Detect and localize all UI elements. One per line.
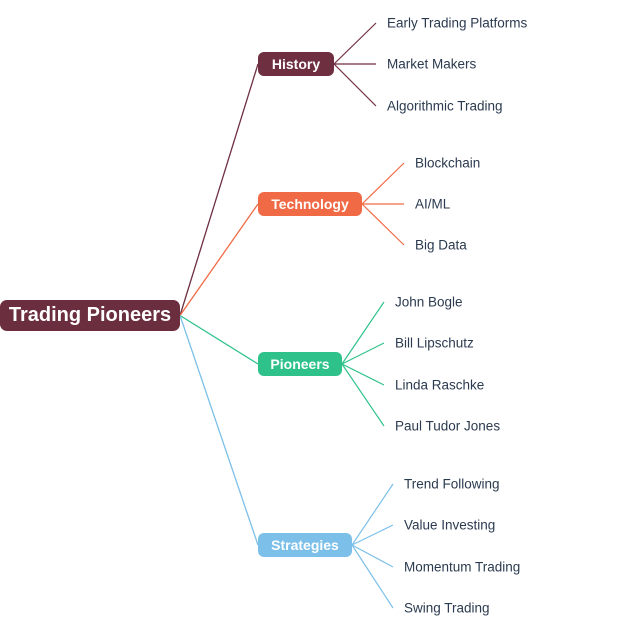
leaf-links — [333, 22, 405, 609]
branch-node-technology: Technology — [258, 192, 362, 216]
root-node: Trading Pioneers — [0, 300, 180, 331]
leaf-link — [361, 203, 405, 246]
leaf-link — [333, 63, 377, 107]
branch-node-pioneers: Pioneers — [258, 352, 342, 376]
root-link-pioneers — [179, 314, 259, 365]
leaf-bill-lipschutz: Bill Lipschutz — [395, 335, 474, 351]
leaf-early-trading-platforms: Early Trading Platforms — [387, 15, 528, 31]
leaf-market-makers: Market Makers — [387, 56, 477, 72]
leaf-trend-following: Trend Following — [404, 476, 500, 492]
leaf-link — [333, 22, 377, 65]
leaf-linda-raschke: Linda Raschke — [395, 377, 485, 393]
leaf-big-data: Big Data — [415, 237, 467, 253]
leaf-link — [341, 363, 385, 386]
leaf-swing-trading: Swing Trading — [404, 600, 490, 616]
leaf-link — [351, 544, 394, 609]
root-link-history — [179, 63, 259, 316]
leaf-link — [341, 342, 385, 365]
leaf-link — [341, 363, 385, 427]
leaf-link — [351, 524, 394, 546]
leaf-momentum-trading: Momentum Trading — [404, 559, 521, 575]
leaf-link — [351, 544, 394, 568]
branch-node-strategies: Strategies — [258, 533, 352, 557]
leaf-paul-tudor-jones: Paul Tudor Jones — [395, 418, 501, 434]
leaf-link — [361, 162, 405, 205]
leaf-link — [341, 301, 385, 365]
leaf-value-investing: Value Investing — [404, 517, 496, 533]
leaf-john-bogle: John Bogle — [395, 294, 463, 310]
branch-node-history: History — [258, 52, 334, 76]
root-link-strategies — [179, 315, 259, 546]
leaf-link — [351, 483, 394, 546]
leaf-ai-ml: AI/ML — [415, 196, 451, 212]
leaf-blockchain: Blockchain — [415, 155, 481, 171]
leaf-algorithmic-trading: Algorithmic Trading — [387, 98, 503, 114]
root-link-technology — [179, 203, 259, 316]
